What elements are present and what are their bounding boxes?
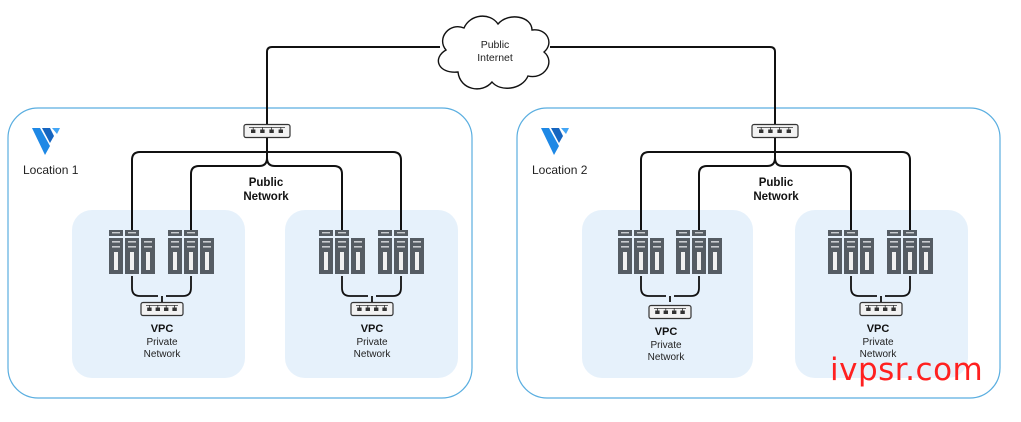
server-rack-icon bbox=[109, 230, 155, 274]
location-1-public-links bbox=[131, 138, 402, 230]
vpc-title: VPC bbox=[360, 323, 384, 335]
location-2-public-links bbox=[640, 138, 911, 230]
vpc-label-4: VPC Private Network bbox=[838, 323, 918, 362]
server-rack-icon bbox=[378, 230, 424, 274]
network-switch-icon bbox=[140, 301, 184, 317]
cloud-label: Public Internet bbox=[465, 39, 525, 65]
vpc-title: VPC bbox=[150, 323, 174, 335]
internet-links bbox=[266, 46, 776, 124]
server-rack-icon bbox=[887, 230, 933, 274]
location-1-label: Location 1 bbox=[23, 163, 79, 177]
vpc-subtitle-line-2: Network bbox=[647, 352, 685, 364]
network-switch-icon bbox=[243, 123, 291, 139]
public-network-label-line-1: Public bbox=[248, 177, 284, 189]
vpc-title: VPC bbox=[866, 323, 890, 335]
cloud-icon bbox=[437, 15, 550, 90]
network-switch-icon bbox=[648, 304, 692, 320]
server-rack-icon bbox=[618, 230, 664, 274]
vpc-subtitle-line-2: Network bbox=[143, 349, 181, 361]
vpc-subtitle-line-2: Network bbox=[353, 349, 391, 361]
vpc-label-1: VPC Private Network bbox=[122, 323, 202, 362]
vpc-subtitle-line-1: Private bbox=[146, 336, 178, 348]
server-rack-icon bbox=[676, 230, 722, 274]
network-switch-icon bbox=[751, 123, 799, 139]
public-network-label-line-2: Network bbox=[753, 191, 799, 204]
vpc-private-links bbox=[131, 276, 911, 302]
location-2-label: Location 2 bbox=[532, 163, 588, 177]
vpc-subtitle-line-1: Private bbox=[650, 339, 682, 351]
vpc-subtitle-line-1: Private bbox=[862, 336, 894, 348]
vultr-logo-icon bbox=[541, 128, 569, 155]
vpc-subtitle-line-1: Private bbox=[356, 336, 388, 348]
server-rack-icon bbox=[168, 230, 214, 274]
server-rack-icon bbox=[319, 230, 365, 274]
public-network-label-2: Public Network bbox=[736, 176, 816, 205]
cloud-label-line-1: Public bbox=[480, 39, 510, 51]
vpc-title: VPC bbox=[654, 326, 678, 338]
public-network-label-1: Public Network bbox=[226, 176, 306, 205]
public-network-label-line-2: Network bbox=[243, 191, 289, 204]
vpc-label-2: VPC Private Network bbox=[332, 323, 412, 362]
vpc-label-3: VPC Private Network bbox=[626, 326, 706, 365]
network-switch-icon bbox=[859, 301, 903, 317]
network-switch-icon bbox=[350, 301, 394, 317]
public-network-label-line-1: Public bbox=[758, 177, 794, 189]
vpc-subtitle-line-2: Network bbox=[859, 349, 897, 361]
server-rack-icon bbox=[828, 230, 874, 274]
watermark: ivpsr.com bbox=[830, 352, 984, 388]
cloud-label-line-2: Internet bbox=[477, 52, 513, 65]
vultr-logo-icon bbox=[32, 128, 60, 155]
